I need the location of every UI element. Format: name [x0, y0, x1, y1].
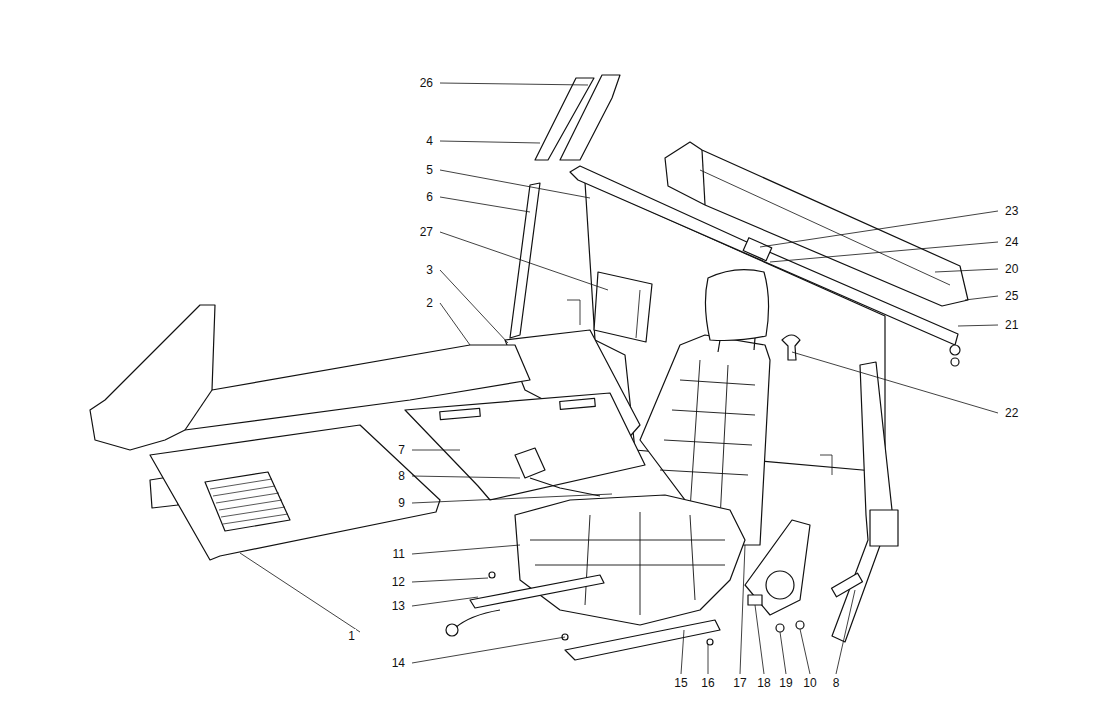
- callout-number: 18: [756, 676, 771, 690]
- callout-number: 17: [732, 676, 747, 690]
- callout-number: 11: [392, 547, 406, 561]
- callout-number: 5: [425, 163, 434, 177]
- callout-number: 4: [425, 134, 434, 148]
- callout-number: 15: [673, 676, 688, 690]
- callout-number: 24: [1004, 235, 1019, 249]
- callout-number: 19: [778, 676, 793, 690]
- callout-number: 14: [391, 656, 406, 670]
- callout-number: 8: [397, 469, 406, 483]
- callout-number: 10: [802, 676, 817, 690]
- callout-number: 9: [397, 496, 406, 510]
- callout-number: 8: [832, 676, 841, 690]
- callout-number: 6: [425, 190, 434, 204]
- callout-number: 1: [347, 629, 356, 643]
- callout-number: 13: [391, 599, 406, 613]
- callout-number: 16: [700, 676, 715, 690]
- callout-number: 27: [419, 225, 434, 239]
- callout-number: 20: [1004, 262, 1019, 276]
- callout-number: 12: [391, 575, 406, 589]
- callout-number: 26: [419, 76, 434, 90]
- callout-number: 3: [425, 263, 434, 277]
- callout-number: 22: [1004, 406, 1019, 420]
- callout-number: 25: [1004, 289, 1019, 303]
- callout-number: 2: [425, 296, 434, 310]
- callout-number: 7: [397, 443, 406, 457]
- callout-number: 21: [1004, 318, 1019, 332]
- callout-number: 23: [1004, 204, 1019, 218]
